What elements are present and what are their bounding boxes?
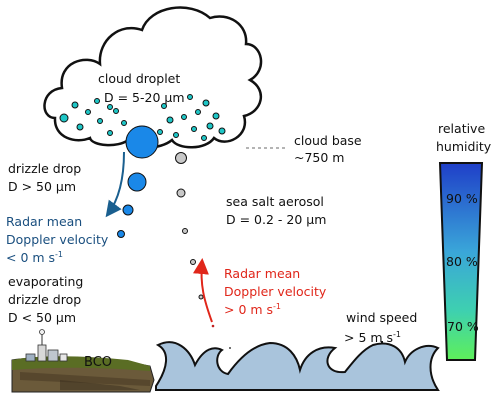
- humidity-tick-90: 90 %: [446, 191, 478, 206]
- humidity-tick-70: 70 %: [447, 319, 479, 334]
- radar-up-line2: Doppler velocity: [224, 284, 327, 299]
- wind-speed-label: wind speed: [346, 310, 417, 325]
- cloud-title: cloud droplet: [98, 71, 180, 86]
- drizzle-label: drizzle drop: [8, 161, 81, 176]
- cloud-base-height: ~750 m: [294, 150, 344, 165]
- aerosol-small-dark: [229, 347, 231, 349]
- sea-salt-size: D = 0.2 - 20 µm: [226, 212, 326, 227]
- evaporating-size: D < 50 µm: [8, 310, 76, 325]
- humidity-title-1: relative: [438, 121, 485, 136]
- arrow-down-icon: [105, 151, 125, 218]
- arrow-up-icon: [192, 258, 213, 323]
- humidity-bar: [438, 162, 484, 361]
- evaporating-line2: drizzle drop: [8, 292, 81, 307]
- bco-station-icon: [25, 329, 68, 362]
- humidity-title-2: humidity: [436, 139, 492, 154]
- wind-speed-value: > 5 m s-1: [344, 330, 401, 345]
- evaporating-line1: evaporating: [8, 274, 83, 289]
- humidity-tick-80: 80 %: [446, 254, 478, 269]
- aerosol-small-red: [211, 324, 215, 328]
- drizzle-drops: [117, 125, 159, 238]
- radar-down-line2: Doppler velocity: [6, 232, 109, 247]
- aerosol-particles: [175, 152, 204, 300]
- radar-up-line3: > 0 m s-1: [224, 302, 281, 317]
- bco-label: BCO: [84, 355, 112, 370]
- cloud-droplets: [59, 94, 226, 141]
- cloud-size: D = 5-20 µm: [104, 90, 185, 105]
- drizzle-size: D > 50 µm: [8, 179, 76, 194]
- cloud-base-label: cloud base: [294, 133, 362, 148]
- radar-down-line1: Radar mean: [6, 214, 82, 229]
- radar-down-line3: < 0 m s-1: [6, 250, 63, 265]
- island: [11, 356, 155, 393]
- radar-up-line1: Radar mean: [224, 266, 300, 281]
- sea-salt-label: sea salt aerosol: [226, 194, 324, 209]
- ocean-waves: [155, 341, 440, 391]
